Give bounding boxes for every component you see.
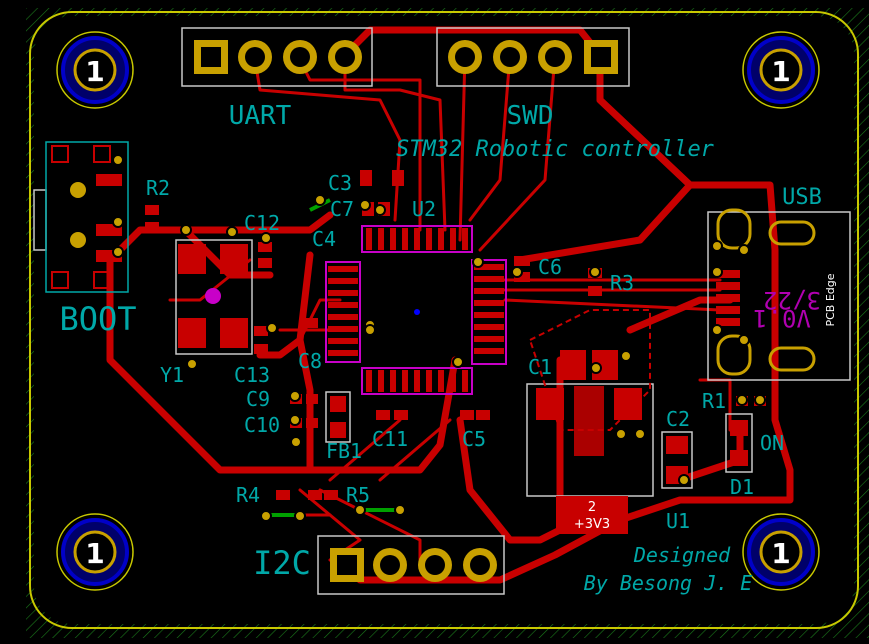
c9-label: C9 (246, 387, 270, 411)
board-edge-outline (29, 11, 859, 629)
mounting-hole-bottom-right[interactable]: 1 (742, 513, 820, 591)
capacitor-c6[interactable]: C6 (514, 255, 562, 282)
c1-label: C1 (528, 355, 552, 379)
capacitor-c3[interactable]: C3 (328, 170, 404, 195)
capacitor-c11[interactable]: C11 (372, 410, 408, 451)
swd-connector[interactable]: SWD (436, 27, 630, 131)
vias (112, 154, 766, 522)
capacitor-c12[interactable]: C12 (244, 211, 280, 268)
capacitor-c9[interactable]: C9 (246, 387, 318, 411)
mounting-hole-top-left[interactable]: 1 (56, 31, 134, 109)
mirrored-text-line1: 3/22 (763, 286, 821, 314)
u1-label: U1 (666, 509, 690, 533)
capacitor-c13[interactable]: C13 (234, 326, 270, 387)
regulator-pad-net: +3V3 (574, 517, 610, 532)
c7-label: C7 (330, 197, 354, 221)
c12-label: C12 (244, 211, 280, 235)
swd-label: SWD (507, 101, 554, 131)
c10-label: C10 (244, 413, 280, 437)
on-label: ON (760, 431, 784, 455)
i2c-connector[interactable]: I2C (253, 535, 505, 595)
mounting-hole-label: 1 (771, 55, 790, 88)
u2-label: U2 (412, 197, 436, 221)
mirrored-text-line2: V0.1 (753, 304, 811, 332)
c3-label: C3 (328, 171, 352, 195)
i2c-label: I2C (253, 544, 311, 582)
r3-label: R3 (610, 271, 634, 295)
resistor-r4[interactable]: R4 (236, 483, 290, 507)
d1-label: D1 (730, 475, 754, 499)
mounting-hole-label: 1 (85, 55, 104, 88)
r4-label: R4 (236, 483, 260, 507)
y1-label: Y1 (160, 363, 184, 387)
regulator-pad-number: 2 (588, 500, 596, 515)
c13-label: C13 (234, 363, 270, 387)
r2-label: R2 (146, 176, 170, 200)
c4-label: C4 (312, 227, 336, 251)
mounting-hole-top-right[interactable]: 1 (742, 31, 820, 109)
mcu-u2[interactable] (325, 225, 507, 395)
board-title: STM32 Robotic controller (396, 137, 715, 162)
c11-label: C11 (372, 427, 408, 451)
c2-label: C2 (666, 407, 690, 431)
boot-switch[interactable]: BOOT (33, 141, 137, 338)
r1-label: R1 (702, 389, 726, 413)
crystal-y1[interactable]: Y1 (160, 239, 253, 387)
r5-label: R5 (346, 483, 370, 507)
pcb-edge-label: PCB Edge (824, 273, 837, 326)
designer-line1: Designed (633, 543, 731, 567)
led-d1[interactable]: D1 ON (725, 413, 784, 499)
fb1-label: FB1 (326, 439, 362, 463)
c5-label: C5 (462, 427, 486, 451)
boot-label: BOOT (59, 300, 136, 338)
mounting-hole-label: 1 (85, 537, 104, 570)
mounting-hole-bottom-left[interactable]: 1 (56, 513, 134, 591)
capacitor-c1[interactable]: C1 (528, 350, 618, 380)
ferrite-bead-fb1[interactable]: FB1 (325, 391, 362, 463)
uart-connector[interactable]: UART (181, 27, 373, 131)
usb-label: USB (782, 185, 822, 210)
resistor-r2[interactable]: R2 (145, 176, 170, 232)
designer-line2: By Besong J. E (584, 571, 753, 595)
capacitor-c5[interactable]: C5 (460, 410, 490, 451)
c8-label: C8 (298, 349, 322, 373)
c6-label: C6 (538, 255, 562, 279)
capacitor-c8[interactable]: C8 (298, 318, 322, 373)
regulator-u1[interactable]: 2 +3V3 U1 (526, 309, 690, 534)
uart-label: UART (229, 101, 292, 131)
mounting-hole-label: 1 (771, 537, 790, 570)
usb-connector[interactable]: USB PCB Edge (707, 185, 851, 381)
resistor-r5[interactable]: R5 (308, 483, 370, 507)
